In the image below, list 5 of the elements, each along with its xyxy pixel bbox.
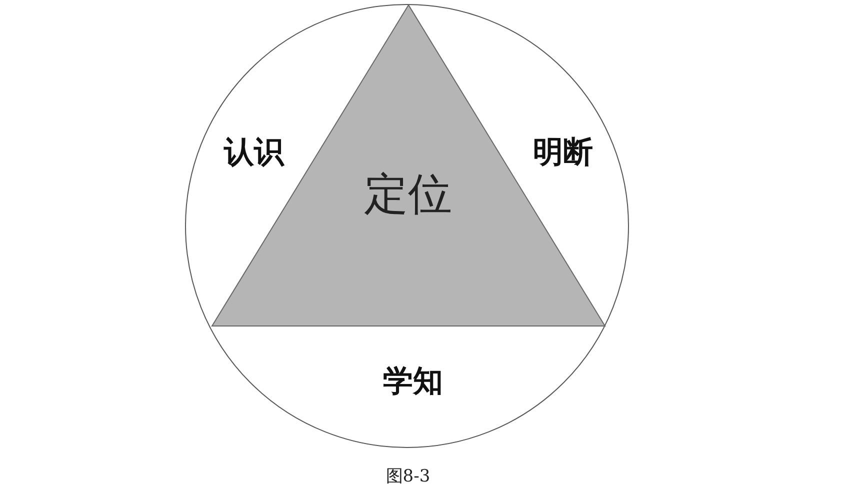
node-label: 认识 bbox=[224, 138, 284, 168]
node-label: 定位 bbox=[364, 173, 452, 217]
node-label: 明断 bbox=[533, 138, 593, 168]
caption: 图8-3 bbox=[386, 468, 430, 486]
node-label: 学知 bbox=[383, 367, 443, 397]
